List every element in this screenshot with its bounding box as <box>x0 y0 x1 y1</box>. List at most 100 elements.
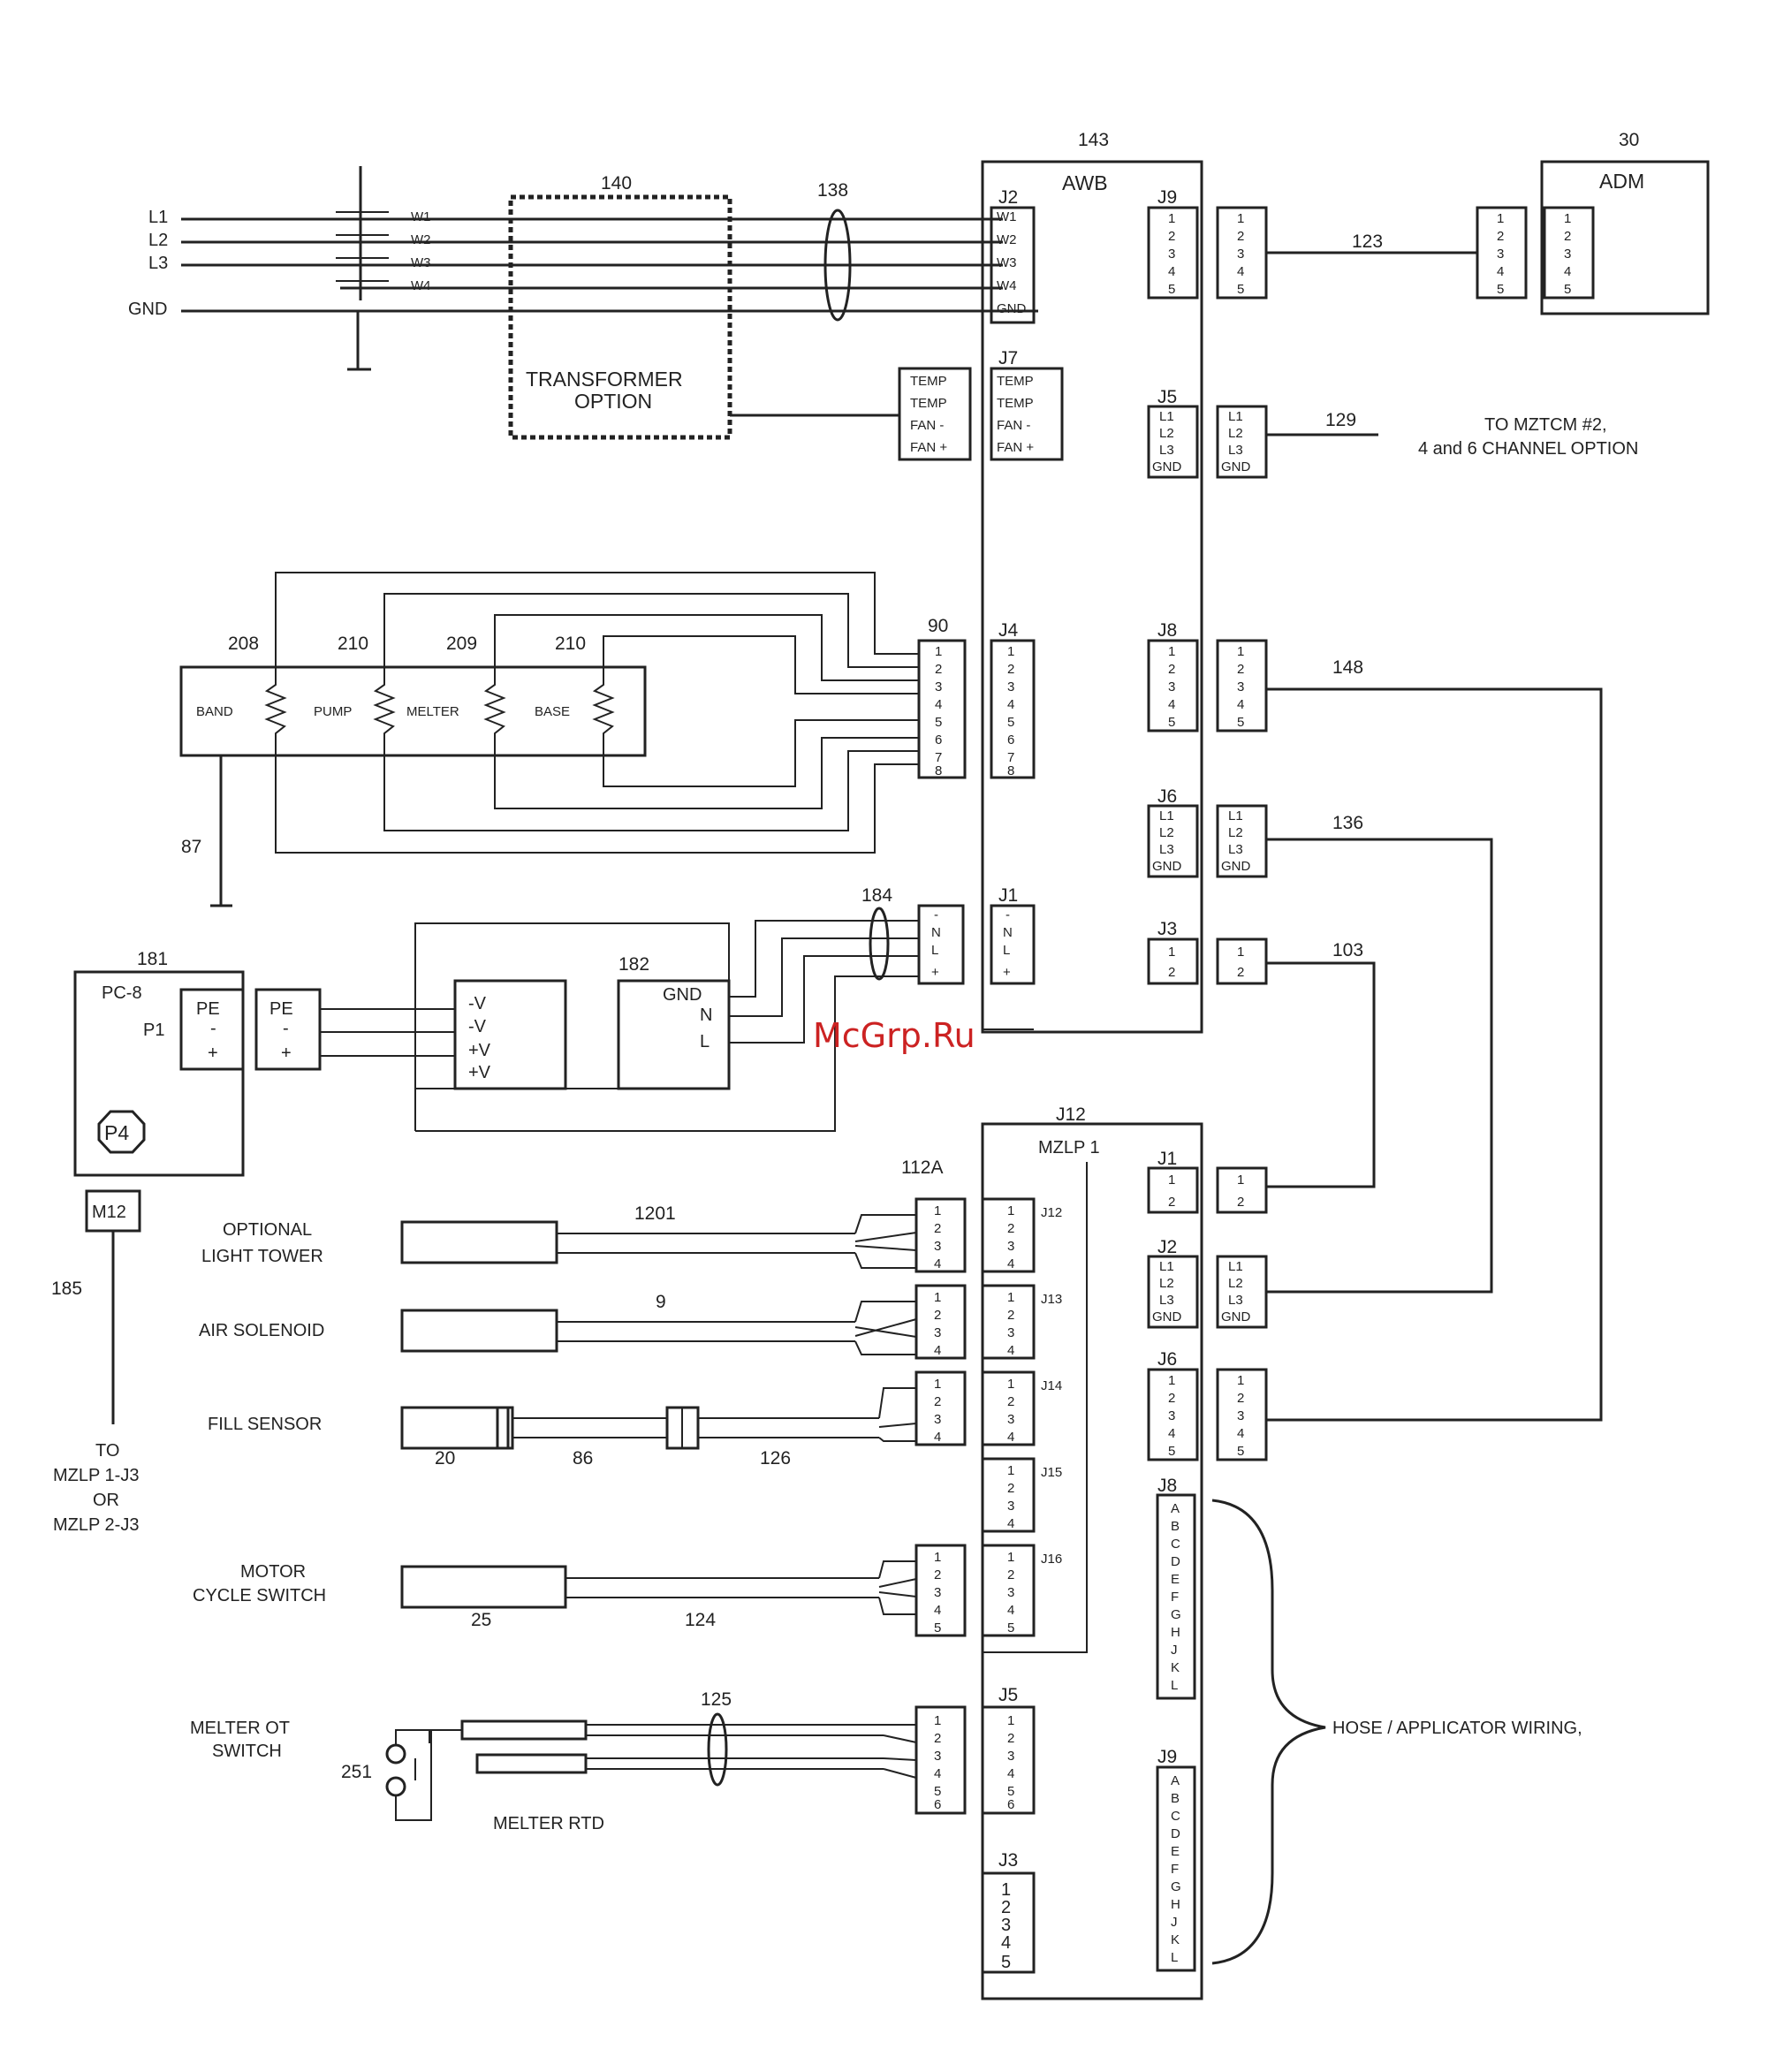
mzlp-conn-j6: J6 <box>1157 1349 1177 1370</box>
ref-143: 143 <box>1078 130 1109 150</box>
pin: 4 <box>1237 264 1244 279</box>
j4-pin: 4 <box>1007 697 1014 712</box>
pin: GND <box>1221 1309 1251 1324</box>
pin: F <box>1171 1862 1179 1877</box>
psu-pin: +V <box>468 1041 491 1060</box>
pin: 2 <box>1237 229 1244 244</box>
pin: 2 <box>934 1308 941 1323</box>
pin: 5 <box>1564 282 1571 297</box>
j2-pin-2: W2 <box>997 232 1017 247</box>
pin: 2 <box>934 1567 941 1582</box>
pin: 7 <box>935 750 942 765</box>
pin: 4 <box>1007 1516 1014 1531</box>
j7-pin-4: FAN + <box>997 440 1034 455</box>
pin: 2 <box>1007 1308 1014 1323</box>
transformer-label-1: TRANSFORMER <box>526 368 683 391</box>
j3-pin: 2 <box>1168 965 1175 980</box>
pin: L2 <box>1228 825 1243 840</box>
ref-112a: 112A <box>901 1157 944 1178</box>
pin: 5 <box>934 1784 941 1799</box>
ref-209: 209 <box>446 634 477 654</box>
to-mztcm-line-2: 4 and 6 CHANNEL OPTION <box>1418 439 1638 459</box>
to-label-2: MZLP 1-J3 <box>53 1466 139 1485</box>
pin: L3 <box>1228 443 1243 458</box>
pin: 2 <box>934 1394 941 1409</box>
awb-title: AWB <box>1062 171 1108 194</box>
pin: 4 <box>934 1256 941 1271</box>
psu-gnd: GND <box>663 985 702 1005</box>
ref-30: 30 <box>1619 130 1639 150</box>
ref-148: 148 <box>1332 657 1363 678</box>
pin: 1 <box>1168 1373 1175 1388</box>
pin: 4 <box>1007 1603 1014 1618</box>
label-gnd: GND <box>128 300 167 319</box>
fill-sensor-label: FILL SENSOR <box>208 1415 322 1434</box>
ref-138: 138 <box>817 180 848 201</box>
pin: N <box>931 925 941 940</box>
j1-pin: - <box>1006 907 1010 922</box>
pin: 4 <box>934 1766 941 1781</box>
pin: 2 <box>1007 1567 1014 1582</box>
j4-pin: 2 <box>1007 662 1014 677</box>
pin: H <box>1171 1625 1180 1640</box>
adm-board: 30 ADM 1 2 3 4 5 1 2 3 4 5 <box>1476 130 1710 315</box>
pin: 4 <box>1168 1426 1175 1441</box>
j1-pin: L <box>1003 943 1010 958</box>
mzlp-conn-j8: J8 <box>1157 1476 1177 1496</box>
pc8-board: 181 PC-8 P1 PE - + P4 M12 185 TO MZLP 1-… <box>51 949 245 1535</box>
j4-pin: 3 <box>1007 679 1014 694</box>
conn-j7: J7 <box>998 348 1018 368</box>
pin: 5 <box>935 715 942 730</box>
pin: 3 <box>1168 1408 1175 1423</box>
j2-pin-3: W3 <box>997 255 1017 270</box>
heater-pump: PUMP <box>314 704 352 719</box>
ref-181: 181 <box>137 949 168 969</box>
pin: 3 <box>934 1325 941 1340</box>
j5-pin: GND <box>1152 459 1182 474</box>
j4-pin: 7 <box>1007 750 1014 765</box>
pin: 6 <box>934 1797 941 1812</box>
ref-87: 87 <box>181 837 201 857</box>
pin: 3 <box>1007 1499 1014 1514</box>
pin: 1 <box>934 1377 941 1392</box>
to-label-3: OR <box>93 1491 119 1510</box>
pin: 1 <box>1237 945 1244 960</box>
pin: GND <box>1221 459 1251 474</box>
harness-112a: 112A 1 2 3 4 1 2 3 4 1 2 3 4 1 2 3 4 5 1… <box>901 1157 967 1815</box>
label-w1: W1 <box>411 209 431 224</box>
pin: 3 <box>1237 679 1244 694</box>
pin: 6 <box>1007 1797 1014 1812</box>
j7-pin-1: TEMP <box>997 374 1034 389</box>
melter-ot-label-1: MELTER OT <box>190 1719 290 1738</box>
psu-l: L <box>700 1032 710 1051</box>
heater-band: BAND <box>196 704 233 719</box>
pin: 2 <box>1007 1731 1014 1746</box>
transformer-label-2: OPTION <box>574 390 652 413</box>
pin: 1 <box>1001 1880 1011 1900</box>
pin: L1 <box>1228 1259 1243 1274</box>
j9-pin: 4 <box>1168 264 1175 279</box>
pin: 4 <box>1007 1343 1014 1358</box>
ref-184: 184 <box>861 885 892 906</box>
conn-j12-top: J12 <box>1056 1104 1086 1125</box>
j8-pin: 1 <box>1168 644 1175 659</box>
pin: 2 <box>1168 1195 1175 1210</box>
pin: 4 <box>1001 1933 1011 1953</box>
mzlp-conn-j12: J12 <box>1041 1205 1062 1220</box>
heaters-block: 208 210 209 210 BAND PUMP MELTER BASE 87… <box>179 572 967 907</box>
conn-j8: J8 <box>1157 620 1177 641</box>
label-l2: L2 <box>148 231 168 250</box>
pin: G <box>1171 1607 1181 1622</box>
pin: A <box>1171 1501 1180 1516</box>
label-l1: L1 <box>148 208 168 227</box>
j8-pin: 3 <box>1168 679 1175 694</box>
pin: 5 <box>1001 1953 1011 1972</box>
pin: 6 <box>935 732 942 748</box>
pin: 1 <box>1237 211 1244 226</box>
j4-pin: 6 <box>1007 732 1014 748</box>
pin: L2 <box>1228 1276 1243 1291</box>
pin: K <box>1171 1660 1180 1675</box>
mzlp-conn-j14: J14 <box>1041 1378 1062 1393</box>
pin: 2 <box>1497 229 1504 244</box>
j4-pin: 8 <box>1007 763 1014 778</box>
